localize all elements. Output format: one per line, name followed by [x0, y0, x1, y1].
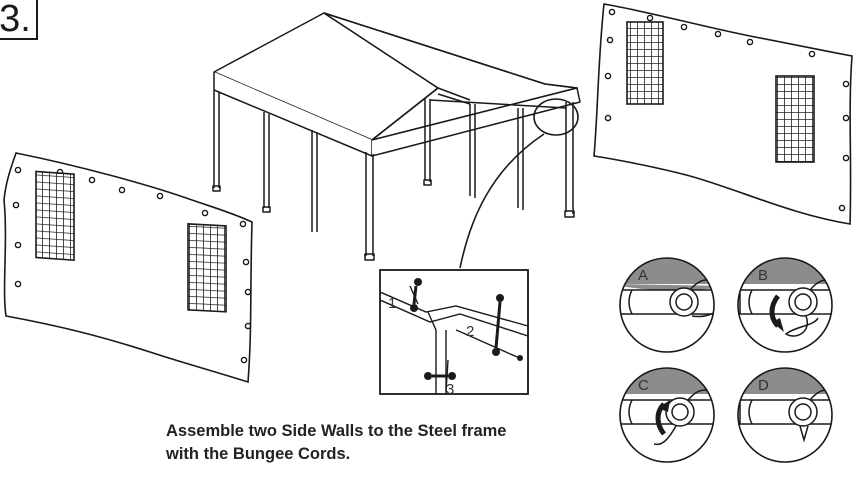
bungee-step-c: [620, 368, 714, 462]
step-label-c: C: [638, 377, 649, 394]
caption-line-2: with the Bungee Cords.: [166, 445, 351, 463]
canopy-frame: [212, 12, 581, 269]
right-side-wall: [593, 3, 853, 225]
frame-detail-inset: 1 2 3: [379, 269, 529, 398]
callout-3: 3: [446, 381, 454, 398]
window-mesh-icon: [626, 21, 815, 163]
step-label-a: A: [638, 267, 648, 284]
step-label-d: D: [758, 377, 769, 394]
left-wall-grommets: [12, 166, 252, 364]
step-number-box: 3.: [0, 0, 38, 40]
callout-1: 1: [388, 295, 396, 312]
bungee-step-b: [738, 258, 832, 352]
caption-line-1: Assemble two Side Walls to the Steel fra…: [166, 422, 507, 440]
step-number: 3.: [0, 0, 31, 40]
right-wall-grommets: [604, 8, 850, 212]
window-mesh-icon: [35, 170, 227, 313]
instruction-caption: Assemble two Side Walls to the Steel fra…: [166, 420, 606, 466]
ball-bungee-icon: [410, 278, 523, 380]
callout-2: 2: [466, 323, 474, 340]
left-side-wall: [3, 152, 253, 384]
bungee-step-a: [620, 258, 714, 352]
step-label-b: B: [758, 267, 768, 284]
